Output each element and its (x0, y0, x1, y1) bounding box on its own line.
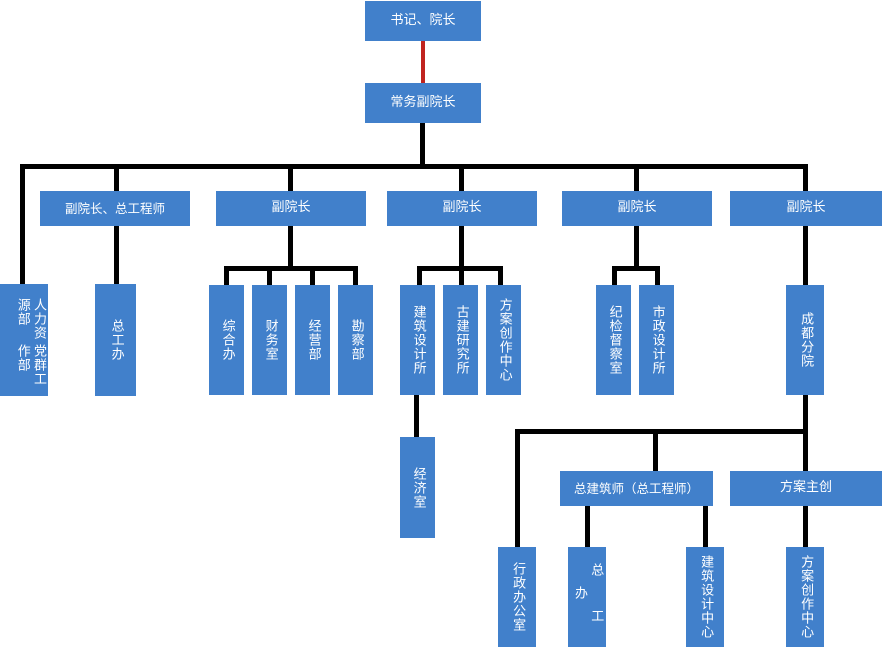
node-finance-office[interactable]: 财务室 (252, 285, 287, 395)
connector-branch-down (803, 394, 808, 434)
node-chengdu-branch[interactable]: 成都分院 (786, 285, 824, 395)
connector-vd5-to-branch (803, 225, 808, 285)
connector-dean-to-exec (421, 39, 425, 83)
vd4-branch-bus (612, 266, 660, 271)
drop-to-vice-dean-3 (459, 164, 464, 192)
node-architecture-design-center[interactable]: 建筑设计中心 (686, 547, 724, 647)
node-economics-office[interactable]: 经济室 (400, 437, 435, 538)
drop-admin-office (515, 429, 520, 548)
drop-arch-design-center (703, 505, 708, 548)
node-branch-chief-engineer-office[interactable]: 总 工 办 (568, 547, 606, 647)
connector-exec-down (420, 123, 425, 168)
drop-branch-cheng-office (585, 505, 590, 548)
node-municipal-design-institute[interactable]: 市政设计所 (639, 285, 674, 395)
node-party-work-dept-label: 党群工作部 (14, 344, 46, 386)
node-discipline-inspection-office[interactable]: 纪检督察室 (596, 285, 631, 395)
node-architecture-design-institute[interactable]: 建筑设计所 (400, 285, 435, 395)
node-hr-and-party-dept[interactable]: 人力资源部 党群工作部 (0, 284, 48, 396)
drop-to-vice-dean-4 (634, 164, 639, 192)
drop-survey-dept (353, 266, 358, 286)
node-ancient-architecture-institute[interactable]: 古建研究所 (443, 285, 478, 395)
drop-scheme-lead (803, 429, 808, 472)
node-branch-scheme-creation-center[interactable]: 方案创作中心 (786, 547, 824, 647)
node-chief-engineer-office[interactable]: 总工办 (95, 284, 136, 396)
node-chief-architect[interactable]: 总建筑师（总工程师） (560, 471, 713, 506)
drop-to-vice-dean-5 (803, 164, 808, 192)
drop-municipal-institute (655, 266, 660, 286)
node-vice-dean-2[interactable]: 副院长 (216, 191, 366, 226)
vd2-branch-bus (224, 266, 358, 271)
node-vice-dean-5[interactable]: 副院长 (730, 191, 882, 226)
node-survey-dept[interactable]: 勘察部 (338, 285, 373, 395)
node-scheme-lead[interactable]: 方案主创 (730, 471, 882, 506)
drop-branch-scheme-center (803, 505, 808, 548)
node-exec-vice-dean[interactable]: 常务副院长 (365, 83, 481, 123)
node-vice-dean-4[interactable]: 副院长 (562, 191, 712, 226)
node-scheme-creation-center[interactable]: 方案创作中心 (486, 285, 521, 395)
drop-to-vice-dean-2 (288, 164, 293, 192)
connector-vd3-down (459, 225, 464, 270)
node-vice-dean-3[interactable]: 副院长 (387, 191, 537, 226)
drop-finance-office (267, 266, 272, 286)
drop-ancient-arch-institute (459, 266, 464, 286)
node-secretary-dean[interactable]: 书记、院长 (365, 1, 481, 41)
drop-general-office (224, 266, 229, 286)
node-general-office[interactable]: 综合办 (209, 285, 244, 395)
drop-operations-dept (310, 266, 315, 286)
connector-arch-to-economics (414, 394, 419, 438)
connector-vd4-down (634, 225, 639, 270)
drop-to-hr-branch (20, 164, 25, 285)
connector-vd1-to-cheng (114, 225, 119, 285)
connector-vd2-down (288, 225, 293, 270)
drop-chief-architect (653, 429, 658, 472)
node-hr-dept-label: 人力资源部 (14, 298, 46, 340)
node-admin-office[interactable]: 行政办公室 (498, 547, 536, 647)
branch-bus (515, 429, 808, 434)
drop-scheme-creation-center (498, 266, 503, 286)
node-vice-dean-chief-engineer[interactable]: 副院长、总工程师 (40, 191, 190, 226)
node-operations-dept[interactable]: 经营部 (295, 285, 330, 395)
drop-arch-design-institute (417, 266, 422, 286)
main-bus (20, 164, 806, 169)
drop-discipline-office (612, 266, 617, 286)
drop-to-vice-dean-1 (114, 164, 119, 192)
